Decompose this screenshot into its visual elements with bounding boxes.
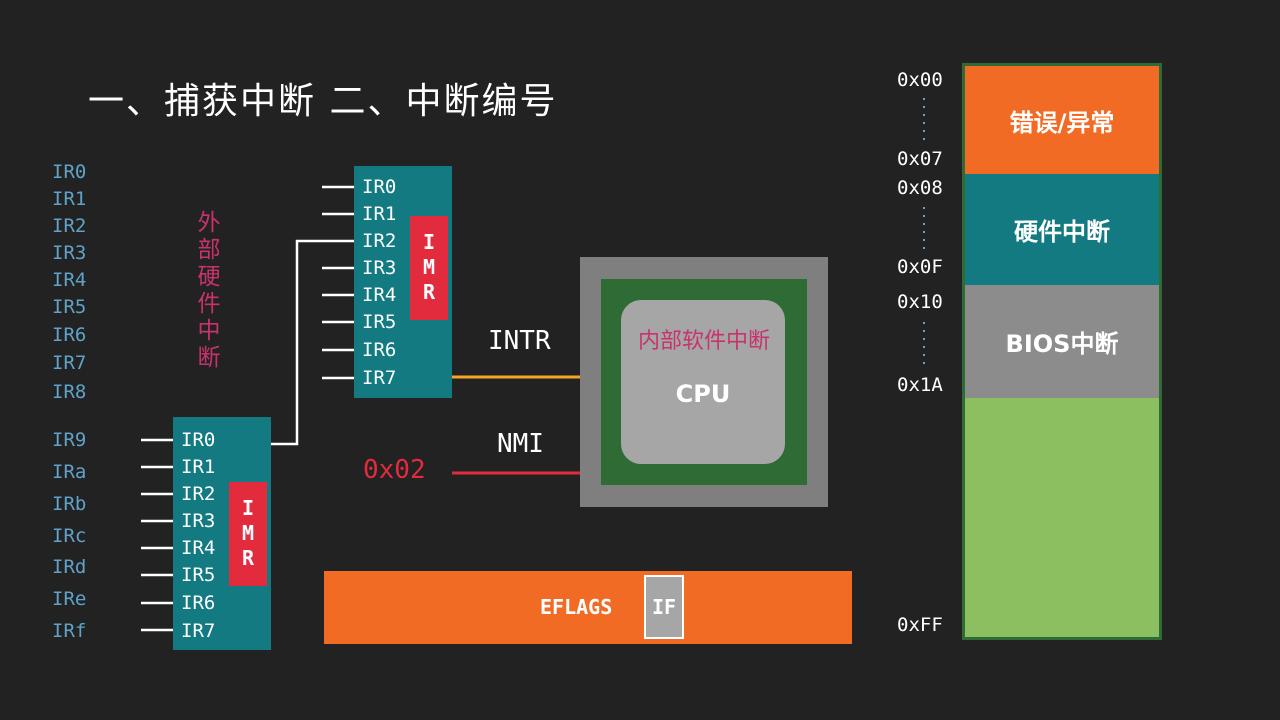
ir-line-label: IR4: [52, 269, 87, 291]
slave-pin-label: IR4: [181, 537, 216, 559]
ir-line-label: IRd: [52, 556, 87, 578]
ir-line-label: IR6: [52, 324, 87, 346]
master-input-stubs: [322, 185, 354, 380]
imr-letter: R: [241, 546, 255, 570]
imr-letter: M: [241, 521, 255, 545]
external-interrupt-label: 外 部 硬 件 中 断: [196, 210, 222, 372]
vector-address: 0xFF: [897, 614, 943, 636]
ir-line-label: IRc: [52, 525, 87, 547]
page-title: 一、捕获中断 二、中断编号: [88, 81, 558, 122]
master-pin-label: IR3: [362, 257, 397, 279]
slave-pin-label: IR2: [181, 483, 216, 505]
imr-letter: I: [241, 496, 255, 520]
external-label-char: 件: [197, 291, 221, 317]
slave-pin-label: IR7: [181, 620, 216, 642]
vector-address: 0x00: [897, 69, 943, 91]
slave-pin-label: IR1: [181, 456, 216, 478]
slave-pin-label: IR3: [181, 510, 216, 532]
master-pin-label: IR1: [362, 203, 397, 225]
ir-line-label: IRb: [52, 493, 87, 515]
ir-line-label: IRa: [52, 461, 87, 483]
slave-pic: IR0 IR1 IR2 IR3 IR4 IR5 IR6 IR7 I M R: [173, 417, 271, 650]
ir-line-label: IR7: [52, 352, 87, 374]
intr-label: INTR: [488, 326, 551, 356]
ir-line-label: IR9: [52, 429, 87, 451]
ir-line-label: IR0: [52, 161, 87, 183]
ir-line-label: IR8: [52, 381, 87, 403]
vector-address: 0x1A: [897, 374, 943, 396]
nmi-label: NMI: [497, 429, 544, 459]
vector-segment-bios: BIOS中断: [965, 285, 1159, 398]
cpu-label: CPU: [675, 380, 731, 408]
vector-address: 0x08: [897, 177, 943, 199]
slave-imr: I M R: [229, 482, 267, 586]
slave-pin-label: IR0: [181, 429, 216, 451]
master-pic: IR0 IR1 IR2 IR3 IR4 IR5 IR6 IR7 I M R: [354, 166, 452, 398]
ir-line-label: IR3: [52, 242, 87, 264]
master-pin-label: IR4: [362, 284, 397, 306]
master-imr: I M R: [410, 216, 448, 320]
vector-address: 0x10: [897, 291, 943, 313]
ir-line-label: IR2: [52, 215, 87, 237]
vector-segment-exceptions: 错误/异常: [965, 66, 1159, 174]
ir-line-label: IR1: [52, 188, 87, 210]
slave-input-stubs: [141, 438, 174, 632]
ir-line-label: IR5: [52, 296, 87, 318]
vector-address: 0x07: [897, 148, 943, 170]
master-pin-label: IR0: [362, 176, 397, 198]
cpu-frame: CPU 内部软件中断: [580, 257, 828, 507]
imr-letter: M: [422, 255, 436, 279]
vector-segment-hardware: 硬件中断: [965, 174, 1159, 285]
cascade-wire: [271, 239, 354, 446]
external-label-char: 中: [197, 318, 221, 344]
slave-pin-label: IR5: [181, 564, 216, 586]
master-pin-label: IR5: [362, 311, 397, 333]
master-pin-label: IR6: [362, 339, 397, 361]
external-label-char: 断: [197, 345, 221, 371]
vector-address: 0x0F: [897, 256, 943, 278]
ir-line-label: IRe: [52, 588, 87, 610]
eflags-label: EFLAGS: [540, 595, 613, 619]
cpu-die: CPU: [621, 300, 785, 464]
imr-letter: I: [422, 230, 436, 254]
internal-software-interrupt-label: 内部软件中断: [637, 329, 770, 354]
imr-letter: R: [422, 280, 436, 304]
nmi-vector-label: 0x02: [363, 455, 426, 485]
external-label-char: 硬: [197, 264, 221, 290]
external-label-char: 部: [197, 237, 221, 263]
master-pin-label: IR7: [362, 367, 397, 389]
cpu-board: CPU: [601, 279, 807, 485]
master-pin-label: IR2: [362, 230, 397, 252]
vector-segment-other: [965, 398, 1159, 637]
external-label-char: 外: [197, 210, 221, 236]
eflags-register: EFLAGS IF: [324, 571, 852, 644]
if-flag: IF: [644, 575, 684, 639]
ir-line-label: IRf: [52, 620, 87, 642]
slave-pin-label: IR6: [181, 592, 216, 614]
